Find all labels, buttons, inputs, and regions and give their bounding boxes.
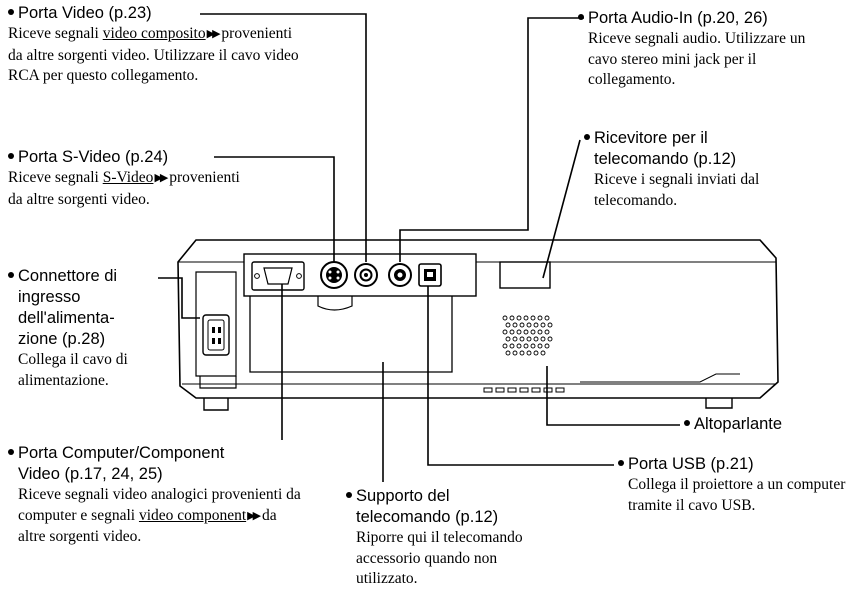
leader-power	[158, 277, 200, 319]
audio-desc: Riceve segnali audio. Utilizzare un cavo…	[588, 30, 806, 88]
bullet-dot	[8, 448, 14, 455]
bullet-dot	[578, 13, 584, 20]
leader-video	[200, 13, 367, 262]
power-title-l2: ingresso	[18, 288, 81, 306]
video-desc: Riceve segnali video composito▶▶ proveni…	[8, 25, 299, 84]
svideo-title: Porta S-Video (p.24)	[18, 148, 169, 166]
glossary-link-svideo[interactable]: S-Video	[102, 169, 154, 186]
speaker-title: Altoparlante	[694, 415, 783, 433]
glossary-arrow-icon: ▶▶	[206, 27, 221, 40]
leader-receiver	[542, 139, 581, 279]
svideo-desc: Riceve segnali S-Video▶▶ provenienti da …	[8, 169, 240, 208]
power-title-l1: Connettore di	[18, 267, 118, 285]
bullet-dot	[8, 8, 14, 15]
bullet-dot	[684, 419, 690, 426]
leader-svideo	[214, 156, 335, 262]
computer-title-l1: Porta Computer/Component	[18, 444, 225, 462]
remote-holder-cover	[249, 296, 453, 373]
glossary-arrow-icon: ▶▶	[247, 508, 261, 522]
glossary-link-composite[interactable]: video composito	[102, 25, 206, 42]
bullet-dot	[584, 133, 590, 140]
power-inlet	[202, 314, 230, 356]
speaker-grille	[502, 315, 553, 356]
leader-speaker	[546, 366, 680, 426]
bullet-dot	[346, 491, 352, 498]
callout-receiver: Ricevitore per il telecomando (p.12) Ric…	[584, 128, 848, 211]
callout-computer: Porta Computer/Component Video (p.17, 24…	[8, 443, 304, 548]
video-title: Porta Video (p.23)	[18, 4, 152, 22]
power-title-l4: zione (p.28)	[18, 330, 106, 348]
glossary-link-component[interactable]: video component	[138, 506, 247, 524]
remote-holder-title-l2: telecomando (p.12)	[356, 508, 499, 526]
callout-svideo: Porta S-Video (p.24) Riceve segnali S-Vi…	[8, 147, 248, 210]
leader-usb	[427, 286, 614, 466]
power-desc: Collega il cavo di alimentazione.	[18, 351, 128, 389]
computer-title-l2: Video (p.17, 24, 25)	[18, 465, 163, 483]
callout-power: Connettore di ingresso dell'alimenta- zi…	[8, 266, 168, 391]
remote-holder-desc: Riporre qui il telecomando accessorio qu…	[356, 529, 523, 587]
leader-audio	[399, 17, 584, 262]
callout-speaker: Altoparlante	[684, 414, 844, 435]
bottom-vents	[483, 387, 565, 393]
power-title-l3: dell'alimenta-	[18, 309, 115, 327]
receiver-title-l1: Ricevitore per il	[594, 129, 708, 147]
callout-video: Porta Video (p.23) Riceve segnali video …	[8, 3, 308, 87]
usb-desc: Collega il proiettore a un computer tram…	[628, 476, 846, 514]
callout-remote-holder: Supporto del telecomando (p.12) Riporre …	[346, 486, 546, 590]
receiver-title-l2: telecomando (p.12)	[594, 150, 737, 168]
remote-receiver	[499, 261, 551, 289]
remote-holder-title-l1: Supporto del	[356, 487, 450, 505]
usb-title: Porta USB (p.21)	[628, 455, 754, 473]
computer-desc: Riceve segnali video analogici provenien…	[18, 486, 301, 545]
bullet-dot	[8, 152, 14, 159]
callout-audio: Porta Audio-In (p.20, 26) Riceve segnali…	[578, 8, 848, 91]
callout-usb: Porta USB (p.21) Collega il proiettore a…	[618, 454, 850, 516]
audio-title: Porta Audio-In (p.20, 26)	[588, 9, 768, 27]
receiver-desc: Riceve i segnali inviati dal telecomando…	[594, 171, 760, 209]
bullet-dot	[618, 459, 624, 466]
glossary-arrow-icon: ▶▶	[154, 171, 168, 184]
bullet-dot	[8, 271, 14, 278]
